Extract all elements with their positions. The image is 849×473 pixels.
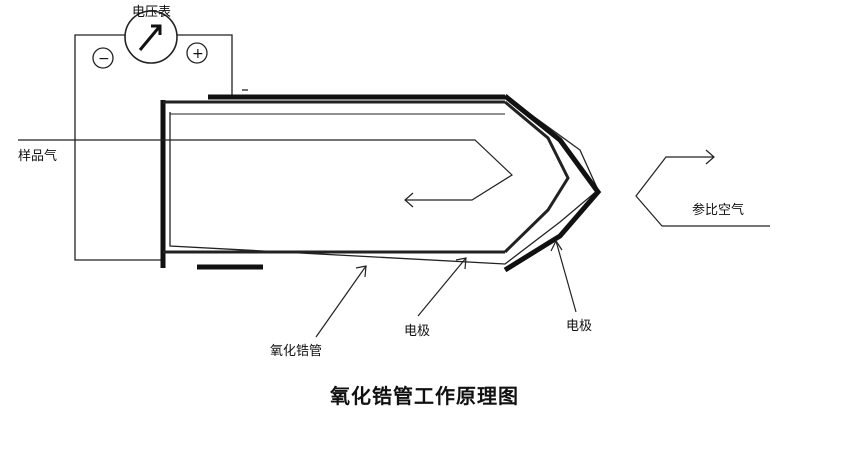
reference-air-path (635, 156, 770, 227)
reference-air-arrowhead (705, 149, 715, 165)
sample-gas-label: 样品气 (18, 148, 57, 164)
tube-inner-tip (503, 100, 570, 254)
plus-terminal-symbol: + (192, 46, 204, 62)
voltmeter-circuit (74, 34, 233, 261)
electrode-inner-label: 电极 (404, 324, 430, 339)
electrode-outer-pointer-head (550, 239, 563, 252)
zirconia-tube (160, 97, 599, 268)
electrode-outer-label: 电极 (566, 319, 592, 334)
voltmeter-needle (138, 25, 162, 51)
electrodes (197, 94, 602, 273)
pointer-lines (315, 239, 577, 338)
electrode-inner-pointer-head (455, 257, 467, 270)
electrode-outer-tip (503, 94, 602, 273)
reference-air-label: 参比空气 (692, 202, 744, 218)
zirconia-tube-label: 氧化锆管 (270, 344, 322, 359)
figure-caption: 氧化锆管工作原理图 (330, 384, 519, 408)
plus-terminal-circle (186, 42, 208, 64)
plus-terminal: + (186, 42, 208, 64)
sample-gas-path (18, 139, 513, 201)
voltmeter: 电压表 (124, 5, 178, 64)
electrode-outer-pointer (555, 240, 577, 313)
minus-terminal: − (92, 47, 114, 69)
tube-outer-wall (169, 97, 599, 265)
voltmeter-needle-head (151, 24, 162, 35)
sample-gas-arrowhead (404, 192, 414, 208)
minus-terminal-circle (92, 47, 114, 69)
electrode-inner-pointer (417, 257, 467, 317)
zirconia-tube-pointer-head (355, 265, 367, 278)
sample-gas-flow: 样品气 (18, 139, 513, 208)
zirconia-tube-pointer (315, 265, 367, 338)
circuit-wire-left (74, 34, 163, 261)
minus-terminal-symbol: − (98, 51, 110, 67)
reference-air-flow: 参比空气 (635, 149, 770, 227)
circuit-wire-right (177, 34, 233, 98)
voltmeter-label: 电压表 (132, 5, 171, 20)
